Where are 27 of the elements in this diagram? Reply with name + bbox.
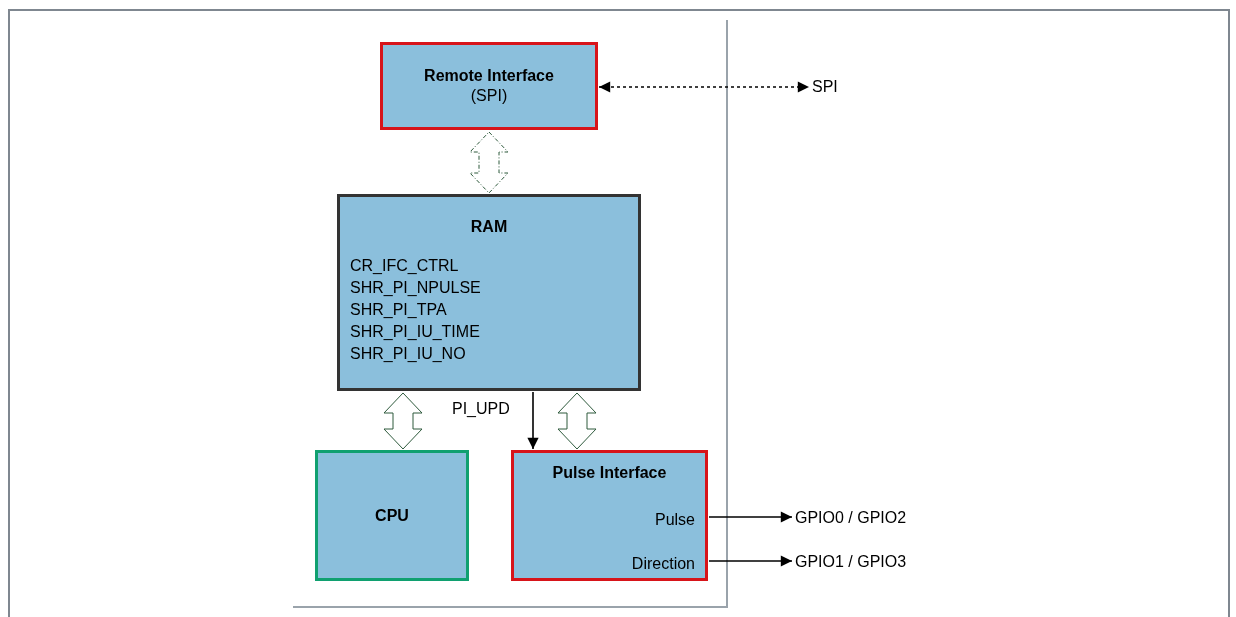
signal-label: GPIO1 / GPIO3	[795, 553, 907, 570]
register-name: CR_IFC_CTRL	[350, 256, 459, 276]
block-subtitle: (SPI)	[470, 86, 508, 106]
port-label: Pulse	[654, 510, 695, 530]
block-title: RAM	[470, 217, 508, 237]
block-box	[337, 194, 641, 391]
double-block-arrow	[469, 131, 509, 194]
arrow	[708, 511, 793, 523]
signal-label: GPIO0 / GPIO2	[795, 509, 907, 526]
register-name: SHR_PI_IU_NO	[350, 344, 466, 364]
block-box	[511, 450, 708, 581]
port-label: Direction	[631, 554, 695, 574]
arrow	[527, 391, 539, 450]
block-box	[380, 42, 598, 130]
block-title: CPU	[375, 505, 409, 526]
double-block-arrow	[383, 392, 423, 450]
arrow	[708, 555, 793, 567]
register-name: SHR_PI_NPULSE	[350, 278, 481, 298]
block-box	[315, 450, 469, 581]
edge-label: PI_UPD	[452, 401, 510, 417]
block-title: Remote Interface	[424, 66, 554, 86]
arrow	[598, 81, 810, 93]
register-name: SHR_PI_IU_TIME	[350, 322, 480, 342]
signal-label: SPI	[812, 78, 838, 95]
double-block-arrow	[557, 392, 597, 450]
register-name: SHR_PI_TPA	[350, 300, 447, 320]
block-title: Pulse Interface	[551, 463, 668, 483]
